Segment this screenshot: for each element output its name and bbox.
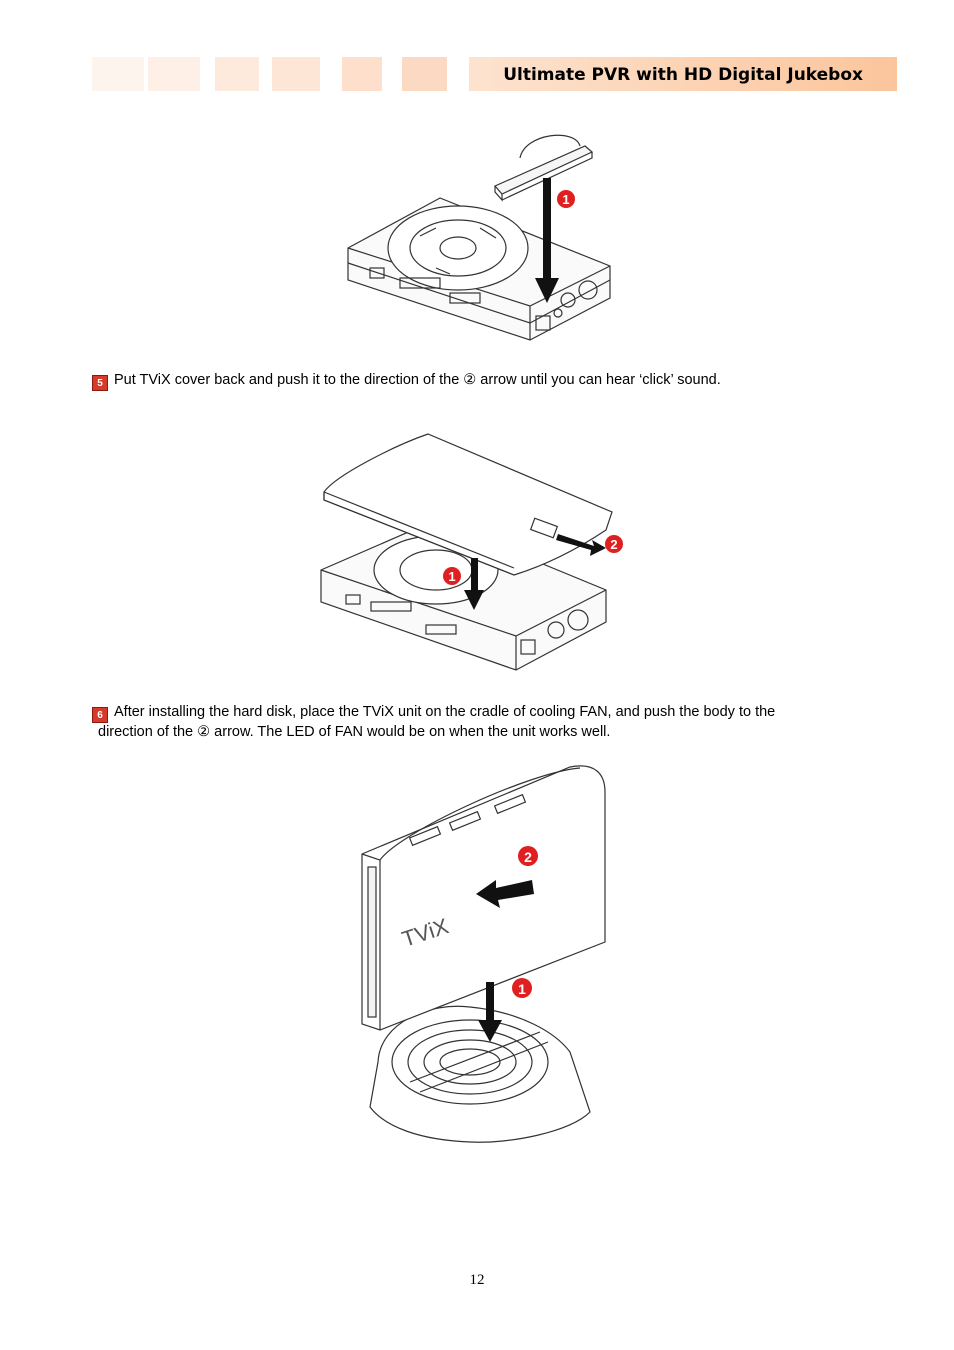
step-6: 6 After installing the hard disk, place t…: [92, 703, 872, 742]
header-decor-block-6: [402, 57, 447, 91]
page-number: 12: [469, 1272, 485, 1288]
header-decor-block-5: [342, 57, 382, 91]
step-6-text-line2: direction of the ② arrow. The LED of FAN…: [98, 724, 611, 740]
figure-cover-back: 1 2: [320, 433, 623, 671]
figure-hdd-bracket: 1: [347, 134, 611, 341]
figure-2-callout-2: 2: [610, 537, 617, 552]
figure-2-callout-1: 1: [448, 569, 455, 584]
figure-fan-cradle: TViX 2 1: [361, 765, 606, 1143]
figure-1-callout-1: 1: [562, 192, 569, 207]
header-decor-block-1: [92, 57, 144, 91]
header-decor-block-2: [148, 57, 200, 91]
step-6-text-line1: After installing the hard disk, place th…: [114, 704, 776, 720]
step-6-number-badge: 6: [92, 707, 108, 723]
step-5: 5 Put TViX cover back and push it to the …: [92, 371, 872, 391]
step-5-number-badge: 5: [92, 375, 108, 391]
step-5-text: Put TViX cover back and push it to the d…: [114, 372, 721, 388]
header-decor-block-3: [215, 57, 259, 91]
header-title: Ultimate PVR with HD Digital Jukebox: [469, 57, 897, 91]
figure-3-callout-1: 1: [518, 981, 526, 997]
figure-3-callout-2: 2: [524, 849, 532, 865]
header-decor-block-4: [272, 57, 320, 91]
